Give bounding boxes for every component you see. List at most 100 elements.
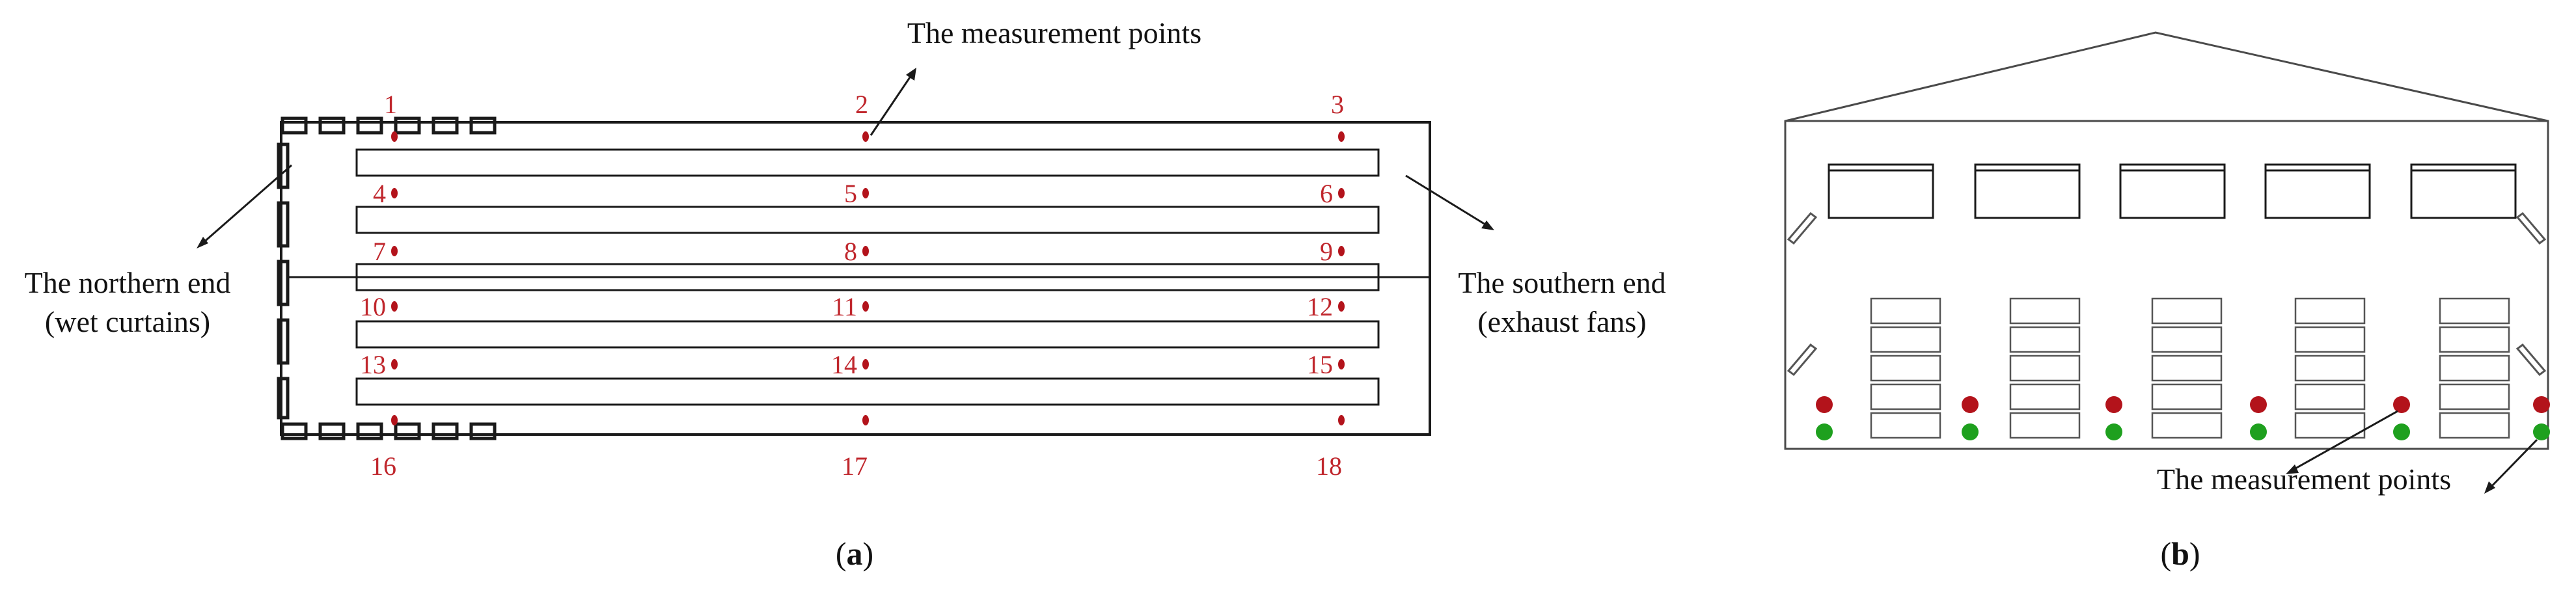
green-measurement-point [2105, 423, 2122, 440]
red-measurement-point [2533, 396, 2550, 413]
point-numbers: 1 2 3 4 5 6 7 8 9 10 11 12 13 14 15 16 1… [360, 90, 1344, 481]
window [2410, 163, 2517, 219]
measurement-dot [862, 359, 869, 369]
panel-a: 1 2 3 4 5 6 7 8 9 10 11 12 13 14 15 16 1… [25, 16, 1666, 572]
caption-b: (b) [2160, 535, 2200, 572]
measurement-arrow-a [870, 71, 915, 136]
point-number-12: 12 [1307, 292, 1333, 321]
window [2264, 163, 2371, 219]
measurement-dot [391, 131, 398, 142]
window [1974, 163, 2081, 219]
measurement-dot [1338, 246, 1345, 256]
caption-a-letter: a [847, 535, 863, 572]
caption-a: (a) [836, 535, 873, 572]
side-vents [1787, 211, 2547, 377]
cage-stack [2294, 297, 2366, 439]
point-number-16: 16 [370, 451, 396, 481]
point-number-2: 2 [855, 90, 868, 119]
point-number-9: 9 [1320, 237, 1333, 266]
measurement-points-label-b: The measurement points [2157, 463, 2451, 496]
point-number-11: 11 [832, 292, 857, 321]
point-number-7: 7 [373, 237, 386, 266]
point-number-5: 5 [844, 179, 857, 208]
caption-b-open: ( [2160, 535, 2171, 572]
measurement-dot [391, 246, 398, 256]
point-number-10: 10 [360, 292, 386, 321]
red-measurement-point [2393, 396, 2410, 413]
green-measurement-point [1962, 423, 1979, 440]
measurement-dot [391, 188, 398, 198]
caption-b-close: ) [2189, 535, 2200, 572]
measurement-points-label-a: The measurement points [907, 16, 1201, 49]
exhaust-fans-label: (exhaust fans) [1477, 305, 1646, 338]
cage-stacks [1870, 297, 2510, 439]
measurement-dot [862, 415, 869, 425]
measurement-dot [862, 188, 869, 198]
measurement-dots-a [391, 131, 1345, 425]
green-measurement-point [1816, 423, 1833, 440]
cage-stack [2151, 297, 2223, 439]
point-number-6: 6 [1320, 179, 1333, 208]
cage-row [355, 320, 1380, 349]
gable-outline [1784, 31, 2549, 450]
measurement-dot [1338, 188, 1345, 198]
point-number-13: 13 [360, 350, 386, 379]
upper-windows [1828, 163, 2517, 219]
panel-b: The measurement points (b) [1784, 31, 2550, 572]
red-measurement-point [1962, 396, 1979, 413]
measurement-dot [391, 359, 398, 369]
caption-b-letter: b [2171, 535, 2189, 572]
north-arrow [201, 164, 292, 245]
red-measurement-point [1816, 396, 1833, 413]
vent-flap [2515, 211, 2547, 245]
measurement-dot [1338, 301, 1345, 312]
window [2119, 163, 2226, 219]
arrow-head [2286, 464, 2299, 474]
measurement-arrow-b2 [2487, 438, 2538, 490]
measurement-dot [391, 301, 398, 312]
caption-a-close: ) [863, 535, 874, 572]
measurement-dots-b [1816, 396, 2550, 440]
cage-row [355, 148, 1380, 177]
point-number-1: 1 [384, 90, 397, 119]
arrow-head [197, 237, 208, 248]
green-measurement-point [2393, 423, 2410, 440]
cage-stack [2009, 297, 2081, 439]
measurement-dot [862, 246, 869, 256]
arrow-head [2484, 481, 2495, 494]
wet-curtains-label: (wet curtains) [45, 305, 210, 338]
cage-stack [1870, 297, 1941, 439]
measurement-arrow-b1 [2290, 410, 2398, 472]
point-number-15: 15 [1307, 350, 1333, 379]
vent-flap [1787, 211, 1818, 245]
red-measurement-point [2250, 396, 2267, 413]
point-number-4: 4 [373, 179, 386, 208]
measurement-dot [862, 301, 869, 312]
vent-flap [2515, 343, 2547, 377]
wet-curtain-wall [277, 116, 497, 440]
measurement-dot [1338, 131, 1345, 142]
vent-flap [1787, 343, 1818, 377]
point-number-8: 8 [844, 237, 857, 266]
southern-end-label: The southern end [1458, 266, 1665, 299]
measurement-dot [391, 415, 398, 425]
measurement-dot [862, 131, 869, 142]
point-number-18: 18 [1316, 451, 1342, 481]
cage-stack [2439, 297, 2510, 439]
measurement-dot [1338, 415, 1345, 425]
arrow-head [906, 68, 916, 81]
point-number-3: 3 [1331, 90, 1344, 119]
cage-row [355, 377, 1380, 406]
cage-row [355, 206, 1380, 234]
green-measurement-point [2250, 423, 2267, 440]
arrow-head [1481, 221, 1494, 230]
red-measurement-point [2105, 396, 2122, 413]
northern-end-label: The northern end [25, 266, 231, 299]
window [1828, 163, 1934, 219]
point-number-14: 14 [831, 350, 857, 379]
house-outline [280, 121, 1431, 436]
green-measurement-point [2533, 423, 2550, 440]
caption-a-open: ( [836, 535, 847, 572]
south-arrow [1405, 174, 1489, 228]
